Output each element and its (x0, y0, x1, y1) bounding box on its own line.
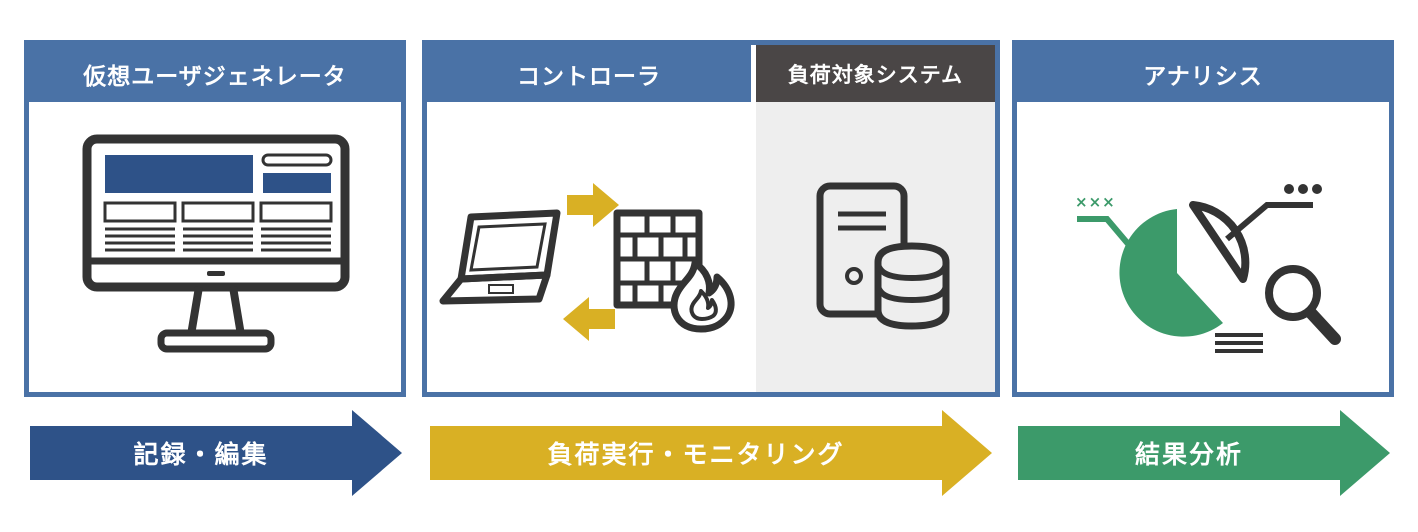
result-analysis-arrow: 結果分析 (1018, 410, 1390, 496)
laptop-icon (439, 209, 561, 305)
result-analysis-arrow-shape (1018, 410, 1390, 496)
controller-panel: コントローラ 負荷対象システム (422, 40, 1000, 397)
execute-monitor-arrow-shape (430, 410, 992, 496)
analysis-marks: ××× (1075, 193, 1116, 211)
analysis-title: アナリシス (1017, 45, 1389, 102)
record-edit-label: 記録・編集 (133, 440, 269, 469)
record-edit-arrow: 記録・編集 (30, 410, 402, 496)
execute-monitor-arrow: 負荷実行・モニタリング (430, 410, 992, 496)
generator-title: 仮想ユーザジェネレータ (29, 45, 401, 102)
target-system-area (756, 102, 995, 392)
arrow-right-icon (567, 183, 619, 227)
pie-chart-search-icon (1077, 184, 1341, 353)
generator-panel: 仮想ユーザジェネレータ (24, 40, 406, 397)
analysis-panel: アナリシス ××× (1012, 40, 1394, 397)
arrow-left-icon (563, 297, 615, 341)
controller-header: コントローラ (427, 45, 751, 102)
controller-title: コントローラ (517, 63, 661, 90)
firewall-icon (613, 209, 735, 333)
execute-monitor-label: 負荷実行・モニタリング (547, 440, 845, 469)
result-analysis-label: 結果分析 (1134, 440, 1243, 469)
target-system-title: 負荷対象システム (756, 45, 995, 102)
monitor-icon (82, 134, 350, 353)
server-database-icon (816, 182, 950, 330)
record-edit-arrow-shape (30, 410, 402, 496)
